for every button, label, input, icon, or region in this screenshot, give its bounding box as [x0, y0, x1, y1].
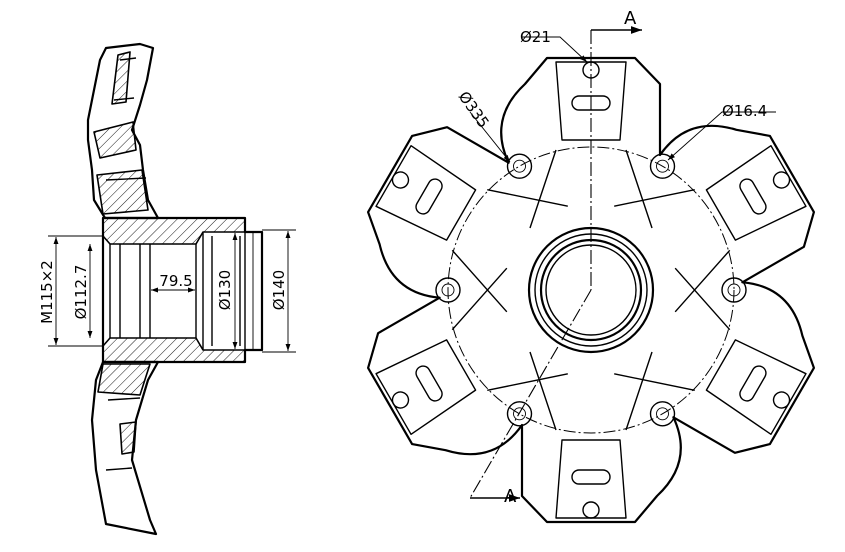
arm-pocket — [375, 339, 477, 436]
bolt-hole-inner — [727, 283, 741, 297]
hatch-lower-root — [97, 363, 151, 396]
bolt-hole-inner — [513, 159, 526, 173]
arm-pocket — [705, 144, 807, 241]
arm-pocket — [555, 61, 627, 141]
arm-slot — [739, 365, 767, 402]
arm-slot — [739, 178, 767, 215]
callout-hole-small: Ø21 — [520, 28, 551, 46]
section-label-top: A — [624, 8, 637, 29]
arm-slot — [415, 178, 443, 215]
arm-hole — [772, 391, 791, 409]
dim-length: 79.5 — [159, 272, 192, 290]
dim-bore-b: Ø130 — [216, 270, 234, 310]
arm-web-lines — [614, 189, 731, 313]
callout-hole-bolt: Ø16.4 — [722, 102, 767, 120]
arm-pocket — [555, 439, 627, 519]
arm-hole — [391, 391, 410, 409]
bolt-hole — [435, 277, 461, 303]
arm-slot — [415, 365, 443, 402]
arm-4 — [529, 351, 653, 519]
dim-outer: Ø140 — [270, 270, 288, 310]
callout-pcd: Ø335 — [455, 88, 493, 131]
hatch-upper-root — [96, 169, 149, 215]
pcd-circle — [447, 146, 735, 434]
arm-2 — [614, 144, 807, 313]
arm-details — [375, 61, 807, 519]
bolt-hole-inner — [441, 283, 455, 297]
bolt-holes — [435, 153, 747, 427]
section-line-lower — [469, 289, 592, 499]
flange-outline — [367, 56, 815, 524]
bolt-hole — [649, 153, 676, 179]
bolt-hole — [506, 401, 533, 427]
bolt-hole — [649, 401, 676, 427]
section-view: M115×2 Ø112.7 79.5 Ø130 Ø140 — [38, 42, 296, 536]
hatch-lower-rib — [119, 421, 137, 455]
bolt-hole — [506, 153, 533, 179]
arm-web-lines — [451, 189, 568, 313]
bolt-hole-inner — [513, 407, 526, 421]
arm-pocket — [375, 144, 477, 241]
arm-5 — [375, 267, 568, 436]
hatch-upper-web — [93, 121, 137, 159]
arm-6 — [375, 144, 568, 313]
arm-hole — [772, 171, 791, 189]
bolt-hole-inner — [656, 159, 669, 173]
bolt-hole-inner — [656, 407, 669, 421]
arm-hole — [391, 171, 410, 189]
hatch-hub-upper — [102, 217, 246, 245]
arm-pocket — [705, 339, 807, 436]
arm-web-lines — [529, 149, 653, 229]
arm-hole — [582, 501, 600, 519]
arm-slot — [571, 469, 611, 485]
dim-bore-a: Ø112.7 — [72, 265, 90, 320]
hatch-upper-rib — [111, 51, 131, 105]
bolt-hole — [721, 277, 747, 303]
hatch-hub-lower — [102, 337, 246, 363]
dim-thread: M115×2 — [38, 260, 56, 324]
arm-web-lines — [451, 267, 568, 391]
section-label-bottom: A — [504, 486, 517, 507]
arm-3 — [614, 267, 807, 436]
arm-web-lines — [529, 351, 653, 431]
front-view: A A Ø21 Ø335 Ø16.4 — [367, 8, 815, 524]
arm-web-lines — [614, 267, 731, 391]
